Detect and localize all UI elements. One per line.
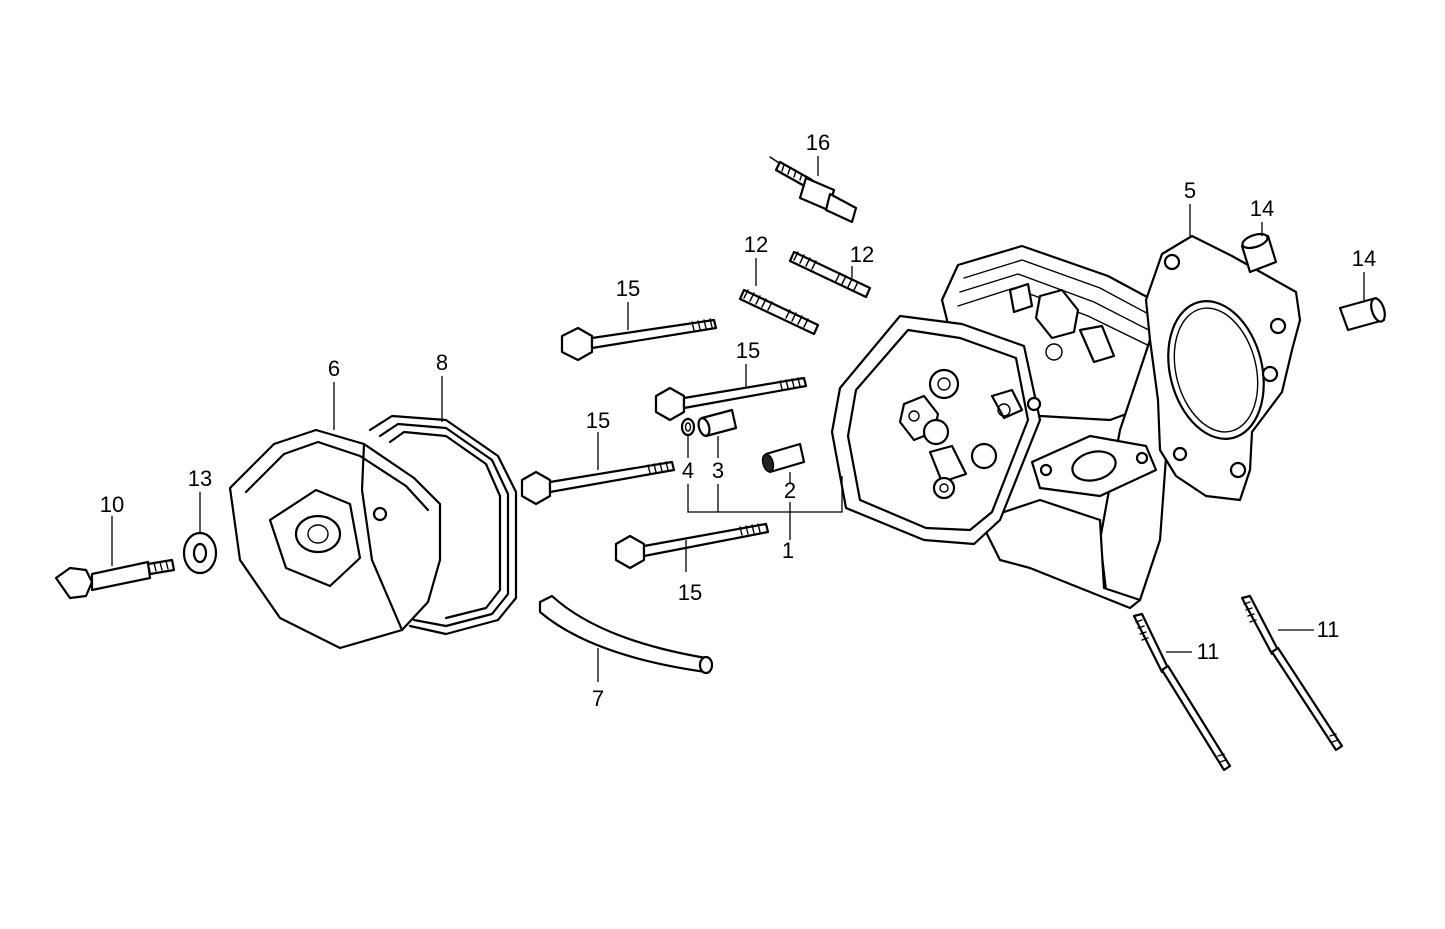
callout-15b: 15	[736, 338, 760, 363]
callout-14b: 14	[1352, 246, 1376, 271]
bolt-15a-part	[560, 318, 718, 362]
bolt-15d-part	[614, 522, 770, 570]
breather-tube-part	[538, 594, 714, 675]
bolt-15c-part	[520, 460, 676, 506]
callout-5: 5	[1184, 178, 1196, 203]
callout-labels: 16 12 12 5 14 14 15 15 15 15 6 8 13 10 4…	[100, 130, 1376, 711]
callout-13: 13	[188, 466, 212, 491]
leader-lines	[111, 156, 1365, 682]
stud-11b-part	[1240, 594, 1344, 752]
washer-part	[182, 531, 218, 575]
stud-12a-part	[738, 288, 820, 336]
callout-8: 8	[436, 350, 448, 375]
callout-15a: 15	[616, 276, 640, 301]
callout-12b: 12	[850, 242, 874, 267]
stud-12b-part	[788, 250, 872, 299]
dowel-pin-3-part	[697, 408, 738, 438]
callout-1: 1	[782, 538, 794, 563]
dowel-14b-part	[1338, 296, 1386, 332]
callout-2: 2	[784, 478, 796, 503]
callout-15d: 15	[678, 580, 702, 605]
callout-14a: 14	[1250, 196, 1274, 221]
dowel-14a-part	[1240, 232, 1278, 274]
cover-bolt-part	[54, 558, 176, 600]
o-ring-4-part	[680, 417, 696, 437]
callout-16: 16	[806, 130, 830, 155]
callout-10: 10	[100, 492, 124, 517]
callout-4: 4	[682, 458, 694, 483]
spark-plug-part	[769, 156, 858, 224]
dowel-pin-2-part	[761, 442, 806, 474]
callout-3: 3	[712, 458, 724, 483]
callout-11a: 11	[1197, 639, 1220, 664]
callout-12a: 12	[744, 232, 768, 257]
valve-cover-part	[228, 428, 442, 650]
callout-11b: 11	[1317, 617, 1340, 642]
callout-15c: 15	[586, 408, 610, 433]
head-gasket-part	[1144, 234, 1302, 502]
cylinder-head-part	[830, 244, 1198, 610]
stud-11a-part	[1132, 612, 1232, 772]
callout-6: 6	[328, 356, 340, 381]
bolt-15b-part	[654, 376, 808, 422]
callout-7: 7	[592, 686, 604, 711]
